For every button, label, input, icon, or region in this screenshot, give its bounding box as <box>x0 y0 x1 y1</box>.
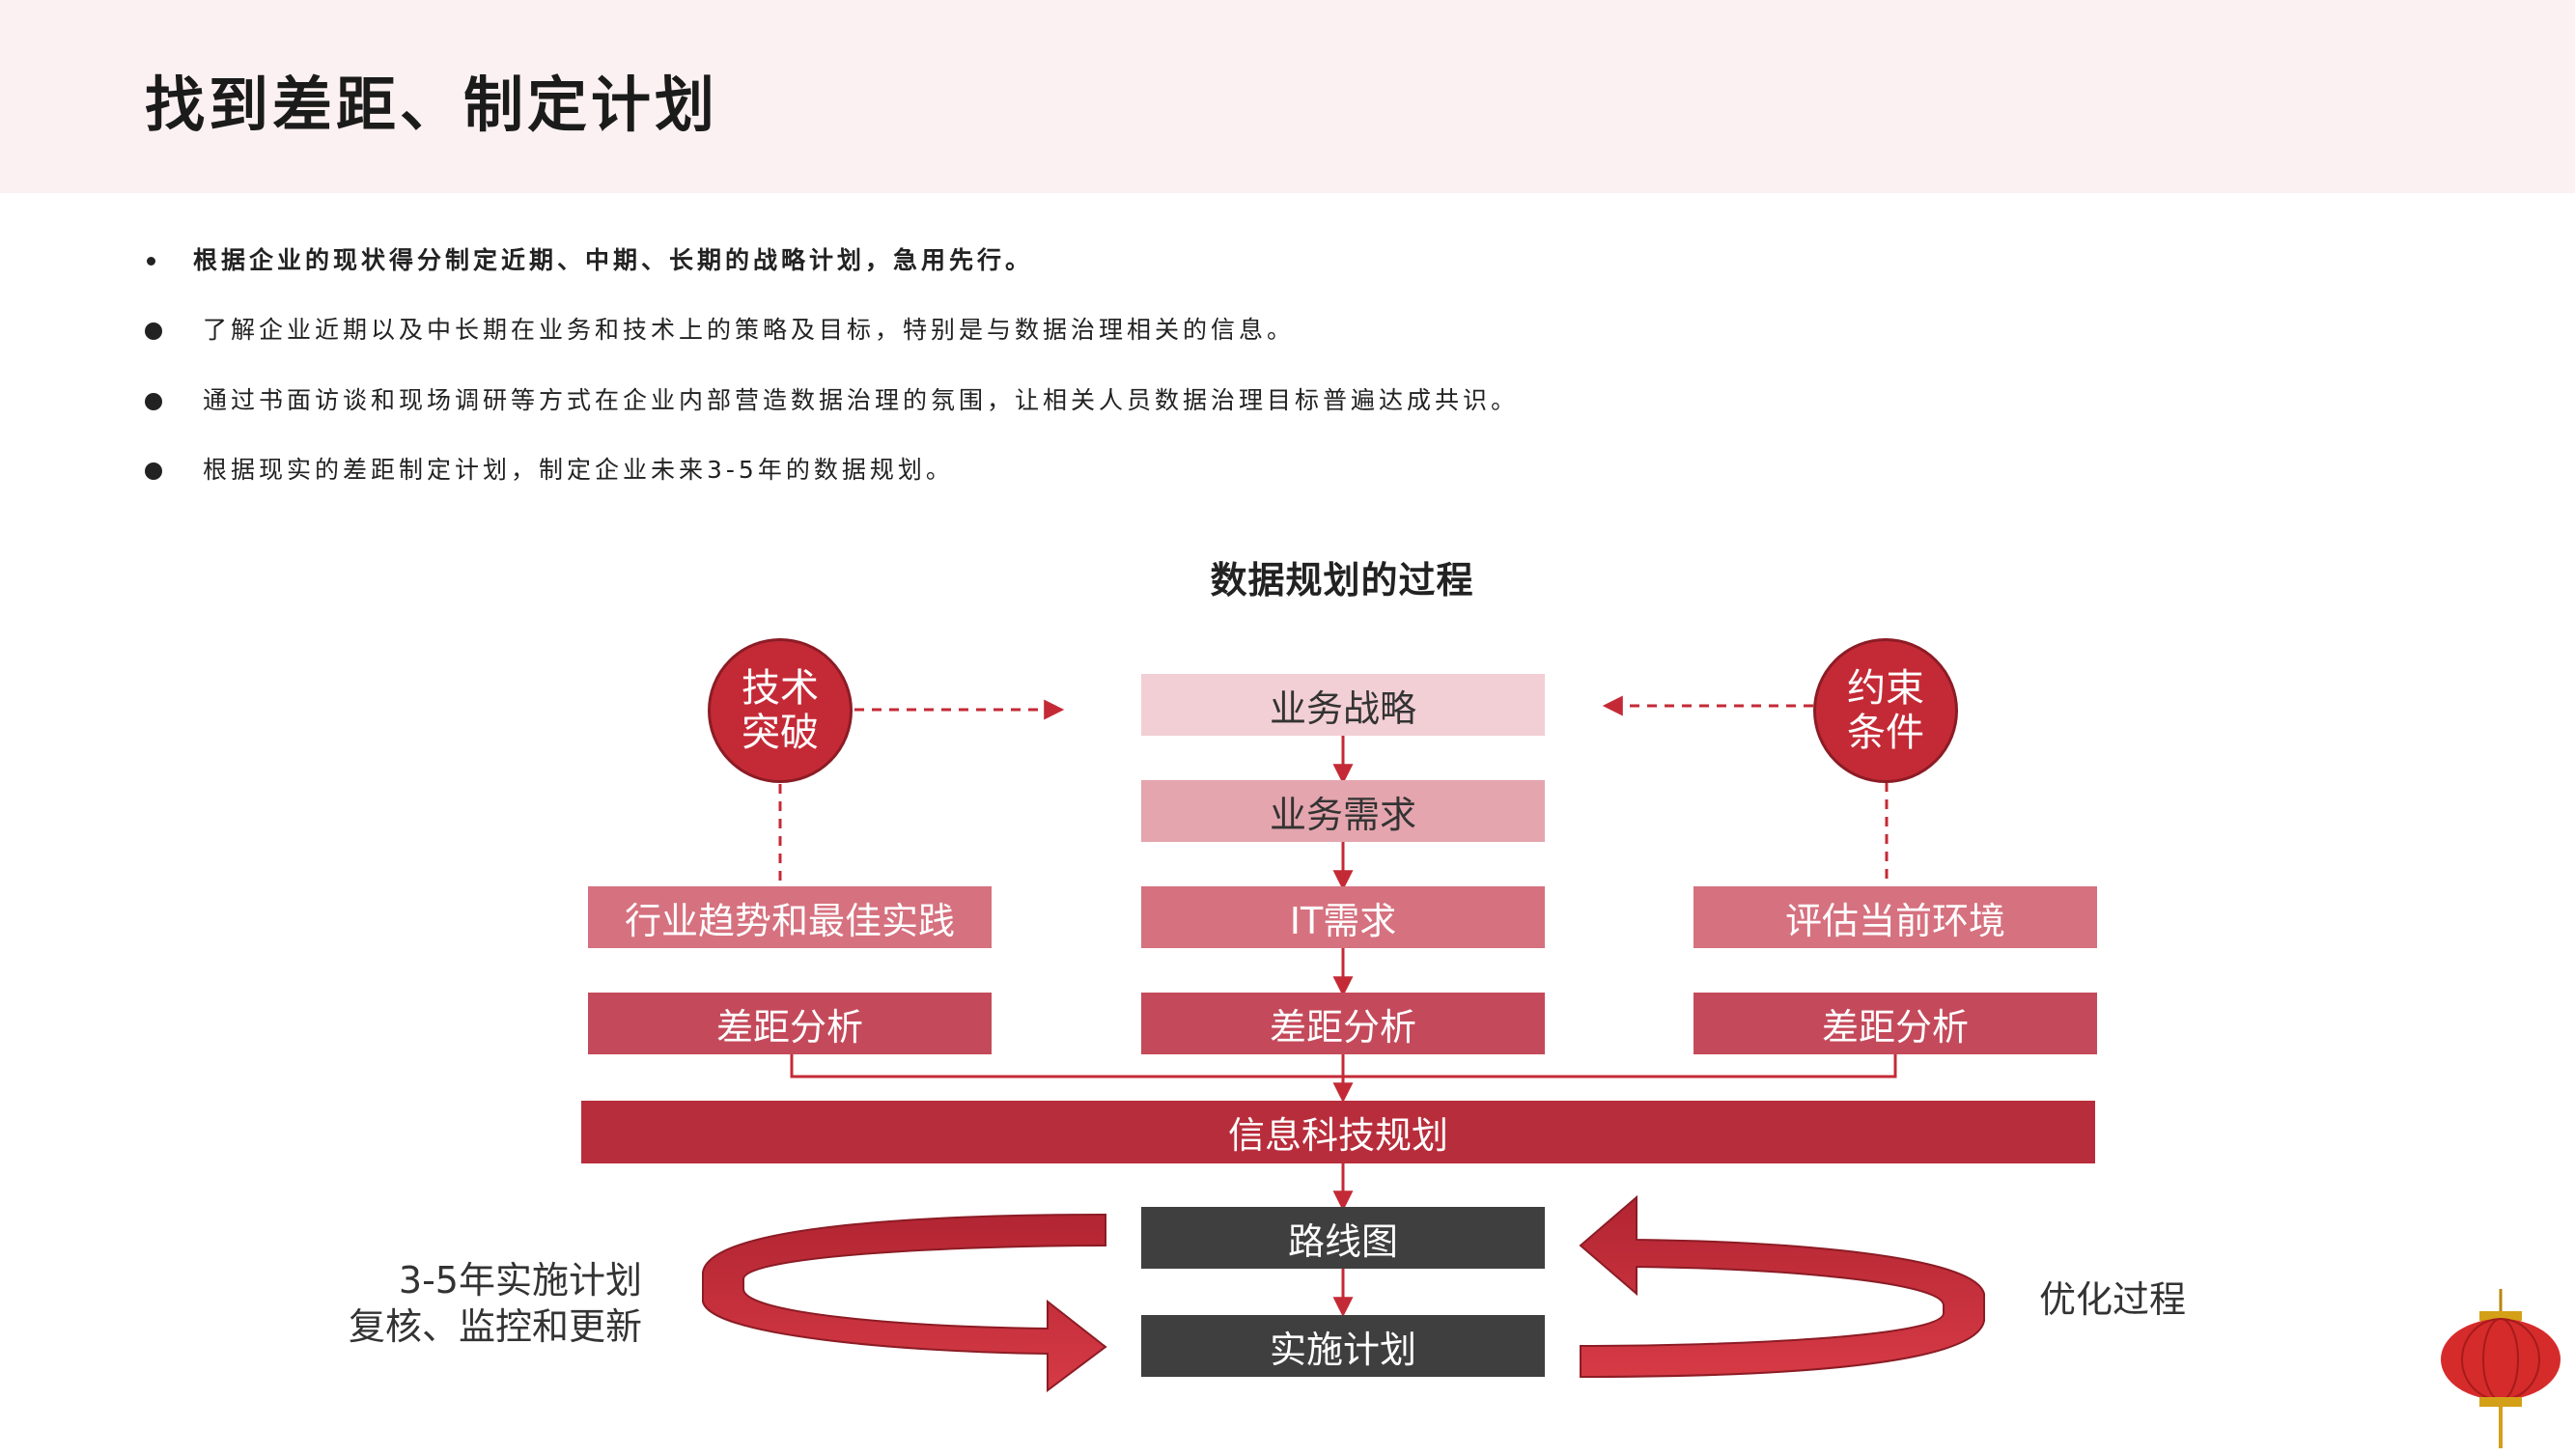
gap-bracket <box>790 1054 1897 1078</box>
left-loop-label: 3-5年实施计划 复核、监控和更新 <box>338 1257 642 1350</box>
circle-tech-breakthrough: 技术 突破 <box>708 638 853 783</box>
right-loop-label: 优化过程 <box>2039 1278 2187 1321</box>
left-loop-label-line: 复核、监控和更新 <box>348 1305 642 1348</box>
lantern-icon <box>2441 1289 2561 1448</box>
circle-label: 条件 <box>1847 711 1924 755</box>
page-title: 找到差距、制定计划 <box>145 70 719 140</box>
left-loop-label-line: 3-5年实施计划 <box>398 1259 642 1302</box>
circle-label: 技术 <box>742 666 819 711</box>
bullet-dot-icon <box>145 322 162 340</box>
bullet-text: 根据企业的现状得分制定近期、中期、长期的战略计划，急用先行。 <box>193 246 1034 274</box>
business-strategy-box: 业务战略 <box>1141 674 1545 736</box>
right-gap-analysis-box: 差距分析 <box>1693 993 2097 1054</box>
it-demand-box: IT需求 <box>1141 886 1545 948</box>
business-demand-box: 业务需求 <box>1141 780 1545 842</box>
bullet-text: 根据现实的差距制定计划，制定企业未来3-5年的数据规划。 <box>203 456 954 484</box>
bullet-item: 通过书面访谈和现场调研等方式在企业内部营造数据治理的氛围，让相关人员数据治理目标… <box>145 381 2365 420</box>
loop-arrow-right <box>1579 1194 1985 1379</box>
center-gap-analysis-box: 差距分析 <box>1141 993 1545 1054</box>
roadmap-box: 路线图 <box>1141 1207 1545 1269</box>
bullet-item: 根据企业的现状得分制定近期、中期、长期的战略计划，急用先行。 <box>145 241 2365 280</box>
loop-arrow-left <box>702 1213 1107 1392</box>
bullet-dot-icon <box>147 257 155 266</box>
bullet-dot-icon <box>145 393 162 410</box>
bullet-text: 通过书面访谈和现场调研等方式在企业内部营造数据治理的氛围，让相关人员数据治理目标… <box>203 386 1520 414</box>
it-planning-bar: 信息科技规划 <box>581 1101 2095 1163</box>
bullet-item: 根据现实的差距制定计划，制定企业未来3-5年的数据规划。 <box>145 451 2365 490</box>
circle-label: 约束 <box>1847 666 1924 711</box>
left-gap-analysis-box: 差距分析 <box>588 993 992 1054</box>
circle-label: 突破 <box>742 711 819 755</box>
assess-environment-box: 评估当前环境 <box>1693 886 2097 948</box>
bullet-text: 了解企业近期以及中长期在业务和技术上的策略及目标，特别是与数据治理相关的信息。 <box>203 316 1296 344</box>
header-band <box>0 0 2575 193</box>
bullet-item: 了解企业近期以及中长期在业务和技术上的策略及目标，特别是与数据治理相关的信息。 <box>145 311 2365 350</box>
bullet-dot-icon <box>145 462 162 480</box>
implementation-plan-box: 实施计划 <box>1141 1315 1545 1377</box>
diagram-title: 数据规划的过程 <box>1210 559 1474 602</box>
circle-constraints: 约束 条件 <box>1813 638 1958 783</box>
industry-trends-box: 行业趋势和最佳实践 <box>588 886 992 948</box>
